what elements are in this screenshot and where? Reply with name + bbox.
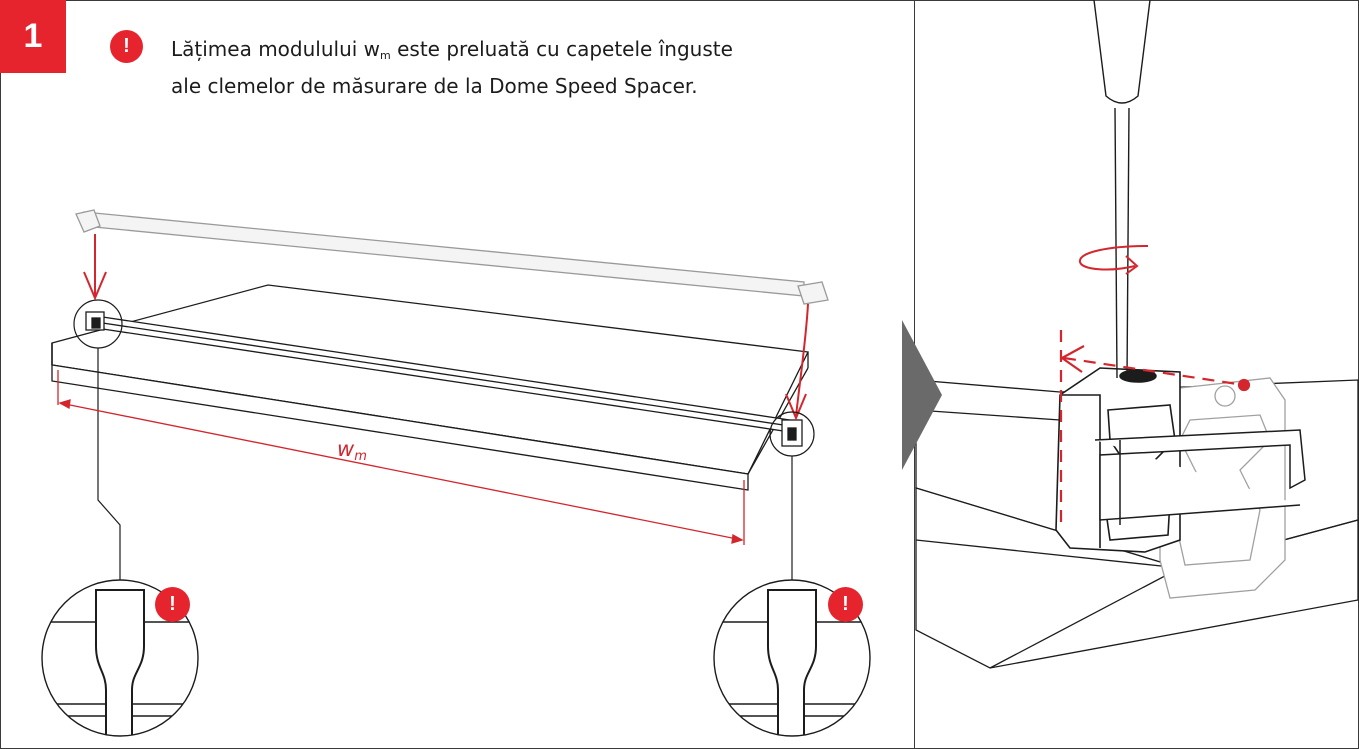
right-warn-glyph: ! [842, 593, 849, 615]
placement-arrows [83, 234, 809, 421]
width-symbol: w [337, 437, 355, 461]
exclamation-icon: ! [155, 587, 190, 622]
left-warn-glyph: ! [169, 593, 176, 615]
clamp-left [85, 311, 105, 331]
width-label: wm [337, 437, 367, 464]
module-board [51, 284, 809, 491]
profile-rail [1094, 429, 1306, 525]
instruction-text: Lățimea modulului wm este preluată cu ca… [171, 34, 871, 101]
width-subscript: m [354, 449, 367, 464]
clamp-right [781, 419, 803, 447]
line1-before: Lățimea modulului w [171, 37, 381, 61]
floating-spacer-bar [75, 209, 829, 305]
exclamation-icon: ! [110, 30, 143, 63]
edge-measure-marker [1059, 330, 1251, 530]
exclamation-icon: ! [828, 587, 863, 622]
rotate-arrow-icon [1079, 245, 1149, 275]
exclamation-glyph: ! [123, 35, 130, 57]
step-number: 1 [23, 17, 43, 55]
line1-after: este preluată cu capetele înguste [390, 37, 733, 61]
screwdriver [1093, 0, 1151, 379]
play-arrow-icon [902, 320, 942, 470]
line1-subscript: m [380, 49, 391, 62]
instruction-line-2: ale clemelor de măsurare de la Dome Spee… [171, 74, 698, 98]
width-dimension [57, 370, 745, 545]
instruction-line-1: Lățimea modulului wm este preluată cu ca… [171, 34, 871, 71]
step-number-badge: 1 [0, 0, 66, 73]
